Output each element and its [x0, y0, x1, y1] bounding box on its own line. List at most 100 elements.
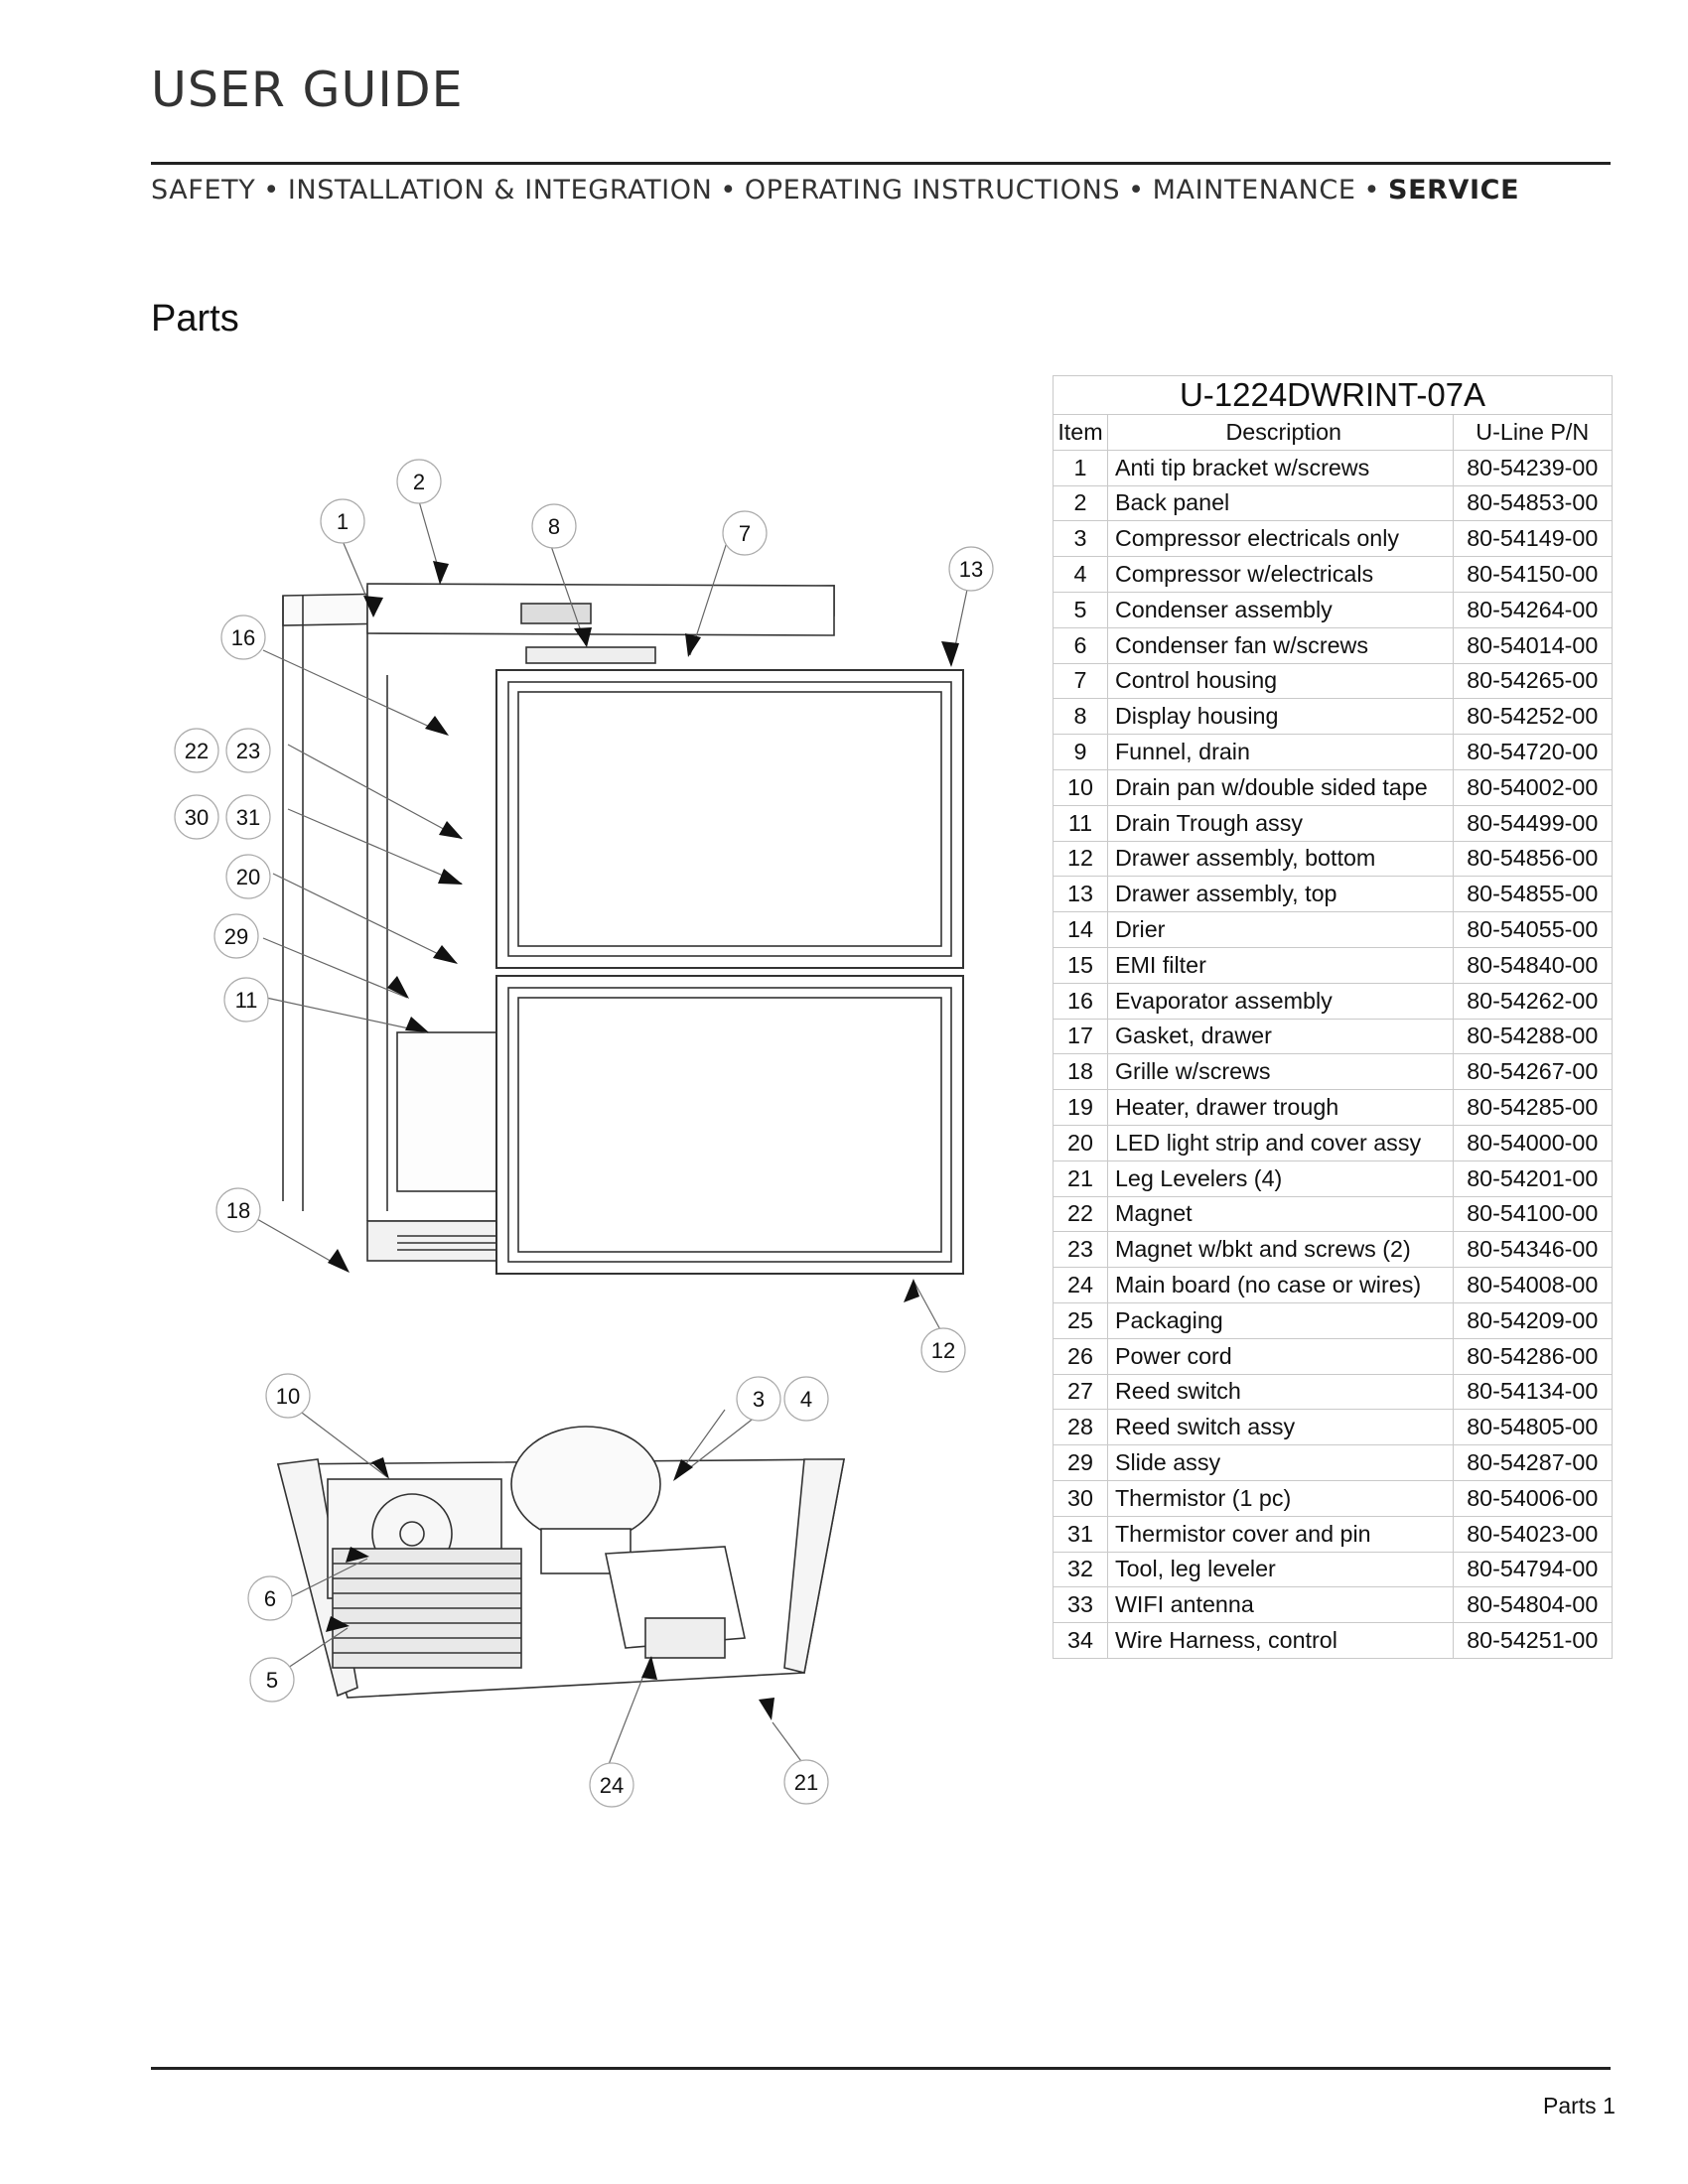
callouts: 1 2 7 8 13 16 22 23 30 31 20 29 11 18 12…: [174, 459, 994, 1808]
page-label: Parts 1: [1543, 2093, 1616, 2118]
part-number: 80-54499-00: [1452, 804, 1614, 842]
part-description: Reed switch: [1106, 1373, 1454, 1411]
part-number: 80-54014-00: [1452, 626, 1614, 664]
part-description: Slide assy: [1106, 1444, 1454, 1481]
callout-21: 21: [783, 1759, 829, 1805]
part-number: 80-54346-00: [1452, 1231, 1614, 1269]
part-item-number: 23: [1053, 1231, 1108, 1269]
part-number: 80-54252-00: [1452, 698, 1614, 736]
part-description: Condenser assembly: [1106, 591, 1454, 628]
header-rule: [151, 162, 1611, 165]
part-item-number: 26: [1053, 1337, 1108, 1375]
part-number: 80-54288-00: [1452, 1018, 1614, 1055]
callout-23: 23: [225, 728, 271, 773]
part-number: 80-54264-00: [1452, 591, 1614, 628]
part-number: 80-54840-00: [1452, 946, 1614, 984]
part-description: Control housing: [1106, 662, 1454, 700]
part-item-number: 25: [1053, 1301, 1108, 1339]
part-description: Drier: [1106, 911, 1454, 948]
nav-service-active: SERVICE: [1388, 175, 1520, 205]
part-description: Funnel, drain: [1106, 734, 1454, 770]
part-description: Condenser fan w/screws: [1106, 626, 1454, 664]
callout-2: 2: [396, 459, 442, 504]
part-item-number: 1: [1053, 449, 1108, 486]
part-number: 80-54239-00: [1452, 449, 1614, 486]
part-number: 80-54134-00: [1452, 1373, 1614, 1411]
svg-text:16: 16: [231, 625, 255, 650]
part-item-number: 29: [1053, 1444, 1108, 1481]
header-item: Item: [1053, 414, 1108, 451]
nav-safety: SAFETY: [151, 175, 256, 205]
part-number: 80-54805-00: [1452, 1409, 1614, 1446]
svg-text:6: 6: [264, 1586, 276, 1611]
part-number: 80-54286-00: [1452, 1337, 1614, 1375]
part-item-number: 17: [1053, 1018, 1108, 1055]
part-item-number: 27: [1053, 1373, 1108, 1411]
part-description: Leg Levelers (4): [1106, 1160, 1454, 1197]
callout-12: 12: [920, 1327, 966, 1373]
part-item-number: 14: [1053, 911, 1108, 948]
callout-13: 13: [948, 546, 994, 592]
svg-text:12: 12: [931, 1338, 955, 1363]
svg-text:8: 8: [548, 514, 560, 539]
part-description: Drain Trough assy: [1106, 804, 1454, 842]
svg-text:13: 13: [959, 557, 983, 582]
part-number: 80-54804-00: [1452, 1586, 1614, 1624]
part-item-number: 21: [1053, 1160, 1108, 1197]
svg-text:10: 10: [276, 1384, 300, 1409]
part-description: Drawer assembly, bottom: [1106, 840, 1454, 878]
part-item-number: 7: [1053, 662, 1108, 700]
callout-29: 29: [213, 913, 259, 959]
part-number: 80-54856-00: [1452, 840, 1614, 878]
callout-24: 24: [589, 1762, 634, 1808]
part-number: 80-54008-00: [1452, 1267, 1614, 1303]
part-item-number: 13: [1053, 876, 1108, 913]
part-item-number: 32: [1053, 1551, 1108, 1588]
part-number: 80-54265-00: [1452, 662, 1614, 700]
part-description: Main board (no case or wires): [1106, 1267, 1454, 1303]
parts-diagram: 1 2 7 8 13 16 22 23 30 31 20 29 11 18 12…: [174, 459, 994, 1808]
part-number: 80-54287-00: [1452, 1444, 1614, 1481]
header-title: USER GUIDE: [151, 62, 464, 118]
callout-31: 31: [225, 794, 271, 840]
callout-30: 30: [174, 794, 219, 840]
parts-table: U-1224DWRINT-07A Item Description U-Line…: [1053, 375, 1614, 1659]
machine-compartment-illustration: [276, 1426, 845, 1699]
part-item-number: 11: [1053, 804, 1108, 842]
part-number: 80-54023-00: [1452, 1515, 1614, 1553]
part-description: Anti tip bracket w/screws: [1106, 449, 1454, 486]
part-number: 80-54262-00: [1452, 982, 1614, 1020]
svg-text:23: 23: [236, 739, 260, 763]
part-number: 80-54201-00: [1452, 1160, 1614, 1197]
part-number: 80-54000-00: [1452, 1124, 1614, 1161]
part-item-number: 18: [1053, 1053, 1108, 1091]
part-number: 80-54794-00: [1452, 1551, 1614, 1588]
leader-arrowheads: [326, 561, 959, 1720]
part-description: Grille w/screws: [1106, 1053, 1454, 1091]
part-description: Packaging: [1106, 1301, 1454, 1339]
svg-text:24: 24: [600, 1773, 624, 1798]
part-description: Drain pan w/double sided tape: [1106, 768, 1454, 806]
part-description: Magnet: [1106, 1195, 1454, 1233]
callout-11: 11: [223, 977, 269, 1023]
part-description: Reed switch assy: [1106, 1409, 1454, 1446]
part-description: Thermistor (1 pc): [1106, 1479, 1454, 1517]
part-number: 80-54002-00: [1452, 768, 1614, 806]
